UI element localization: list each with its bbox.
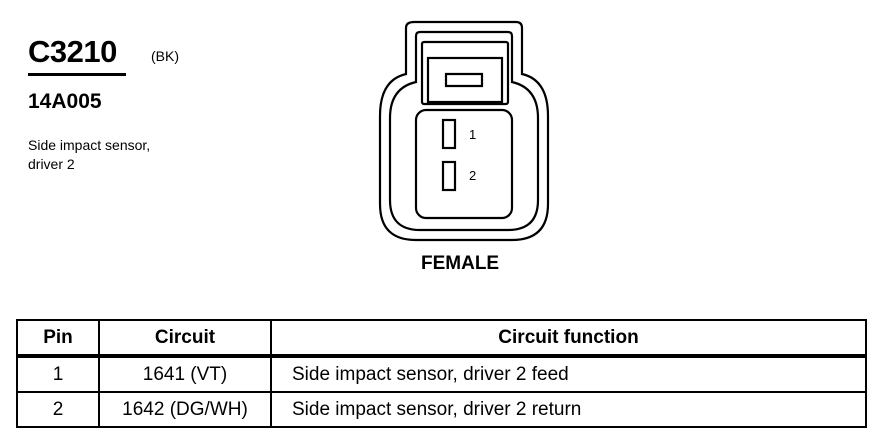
latch-lip: [426, 56, 504, 104]
table-row: 2 1642 (DG/WH) Side impact sensor, drive…: [16, 391, 867, 428]
color-code: (BK): [151, 48, 179, 64]
description-line-2: driver 2: [28, 156, 75, 172]
row-function: Side impact sensor, driver 2 feed: [270, 355, 867, 393]
connector-description: Side impact sensor, driver 2: [28, 136, 150, 174]
housing-inner: [388, 30, 540, 232]
latch-notch: [444, 72, 484, 88]
latch-outer: [420, 40, 510, 106]
part-number: 14A005: [28, 90, 102, 113]
gender-label: FEMALE: [421, 253, 500, 274]
connector-id: C3210: [28, 34, 117, 69]
table-header-row: Pin Circuit Circuit function: [16, 319, 867, 358]
header-circuit: Circuit: [98, 319, 272, 358]
connector-face-diagram: 1 2: [378, 20, 550, 242]
table-row: 1 1641 (VT) Side impact sensor, driver 2…: [16, 355, 867, 393]
header-circuit-function: Circuit function: [270, 319, 867, 358]
cavity-1: [441, 118, 457, 150]
housing-outer: [378, 20, 550, 242]
cavity-label-2: 2: [469, 168, 476, 183]
cavity-2: [441, 160, 457, 192]
connector-id-underline: [28, 73, 126, 76]
cavity-label-1: 1: [469, 127, 476, 142]
row-circuit: 1642 (DG/WH): [98, 391, 272, 428]
cavity-block: [414, 108, 514, 220]
row-pin: 2: [16, 391, 100, 428]
row-circuit: 1641 (VT): [98, 355, 272, 393]
row-function: Side impact sensor, driver 2 return: [270, 391, 867, 428]
pin-table: Pin Circuit Circuit function 1 1641 (VT)…: [16, 319, 867, 428]
description-line-1: Side impact sensor,: [28, 137, 151, 153]
header-pin: Pin: [16, 319, 100, 358]
row-pin: 1: [16, 355, 100, 393]
